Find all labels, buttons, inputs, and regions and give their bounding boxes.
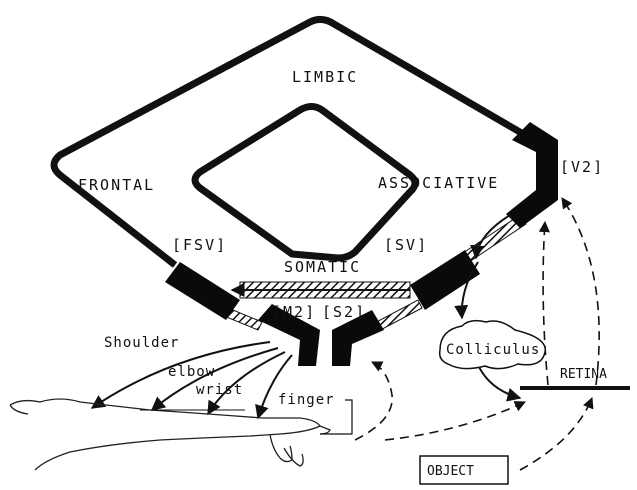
m2-to-wrist-arrow bbox=[207, 351, 286, 416]
label-wrist: wrist bbox=[196, 382, 243, 398]
inner-loop bbox=[191, 103, 419, 262]
cortical-blocks bbox=[165, 122, 558, 366]
solid-arrows bbox=[90, 214, 522, 420]
finger-to-s2-dashed bbox=[354, 361, 393, 441]
s2-block bbox=[332, 310, 384, 366]
m2-block bbox=[258, 304, 320, 366]
object-box bbox=[419, 455, 509, 485]
colliculus-to-retina-arrow bbox=[477, 364, 522, 402]
hand-to-retina-dashed bbox=[384, 401, 527, 441]
retina-to-v2-dashed-2 bbox=[561, 197, 600, 386]
colliculus-shape bbox=[438, 319, 546, 370]
object-to-retina-dashed bbox=[519, 396, 594, 471]
label-sv: [SV] bbox=[384, 236, 428, 254]
label-v2: [V2] bbox=[560, 158, 604, 176]
sv-to-colliculus-arrow bbox=[454, 261, 479, 320]
label-associative: ASSOCIATIVE bbox=[378, 174, 499, 192]
labels: LIMBIC FRONTAL ASSOCIATIVE [V2] [FSV] [S… bbox=[78, 68, 607, 479]
label-finger: finger bbox=[278, 392, 335, 408]
sv-block bbox=[410, 250, 480, 310]
label-frontal: FRONTAL bbox=[78, 176, 155, 194]
label-elbow: elbow bbox=[168, 364, 215, 380]
retina-to-v2-dashed-1 bbox=[538, 220, 550, 386]
m2-to-shoulder-arrow bbox=[90, 341, 271, 409]
outer-loop bbox=[50, 15, 527, 268]
label-object: OBJECT bbox=[427, 464, 474, 479]
dashed-arrows bbox=[354, 197, 600, 471]
label-fsv: [FSV] bbox=[172, 236, 227, 254]
m2-to-finger-arrow bbox=[255, 354, 293, 420]
fsv-block bbox=[165, 262, 240, 320]
label-s2: [S2] bbox=[322, 303, 366, 321]
m2-to-elbow-arrow bbox=[150, 347, 279, 411]
v2-down-arrow bbox=[470, 214, 511, 260]
finger-bracket bbox=[320, 399, 353, 435]
label-colliculus: Colliculus bbox=[446, 342, 540, 358]
label-shoulder: Shoulder bbox=[104, 335, 179, 351]
label-retina: RETINA bbox=[560, 367, 607, 382]
label-limbic: LIMBIC bbox=[292, 68, 358, 86]
label-m2: [M2] bbox=[272, 303, 316, 321]
v2-block bbox=[506, 122, 558, 228]
label-somatic: SOMATIC bbox=[284, 258, 361, 276]
